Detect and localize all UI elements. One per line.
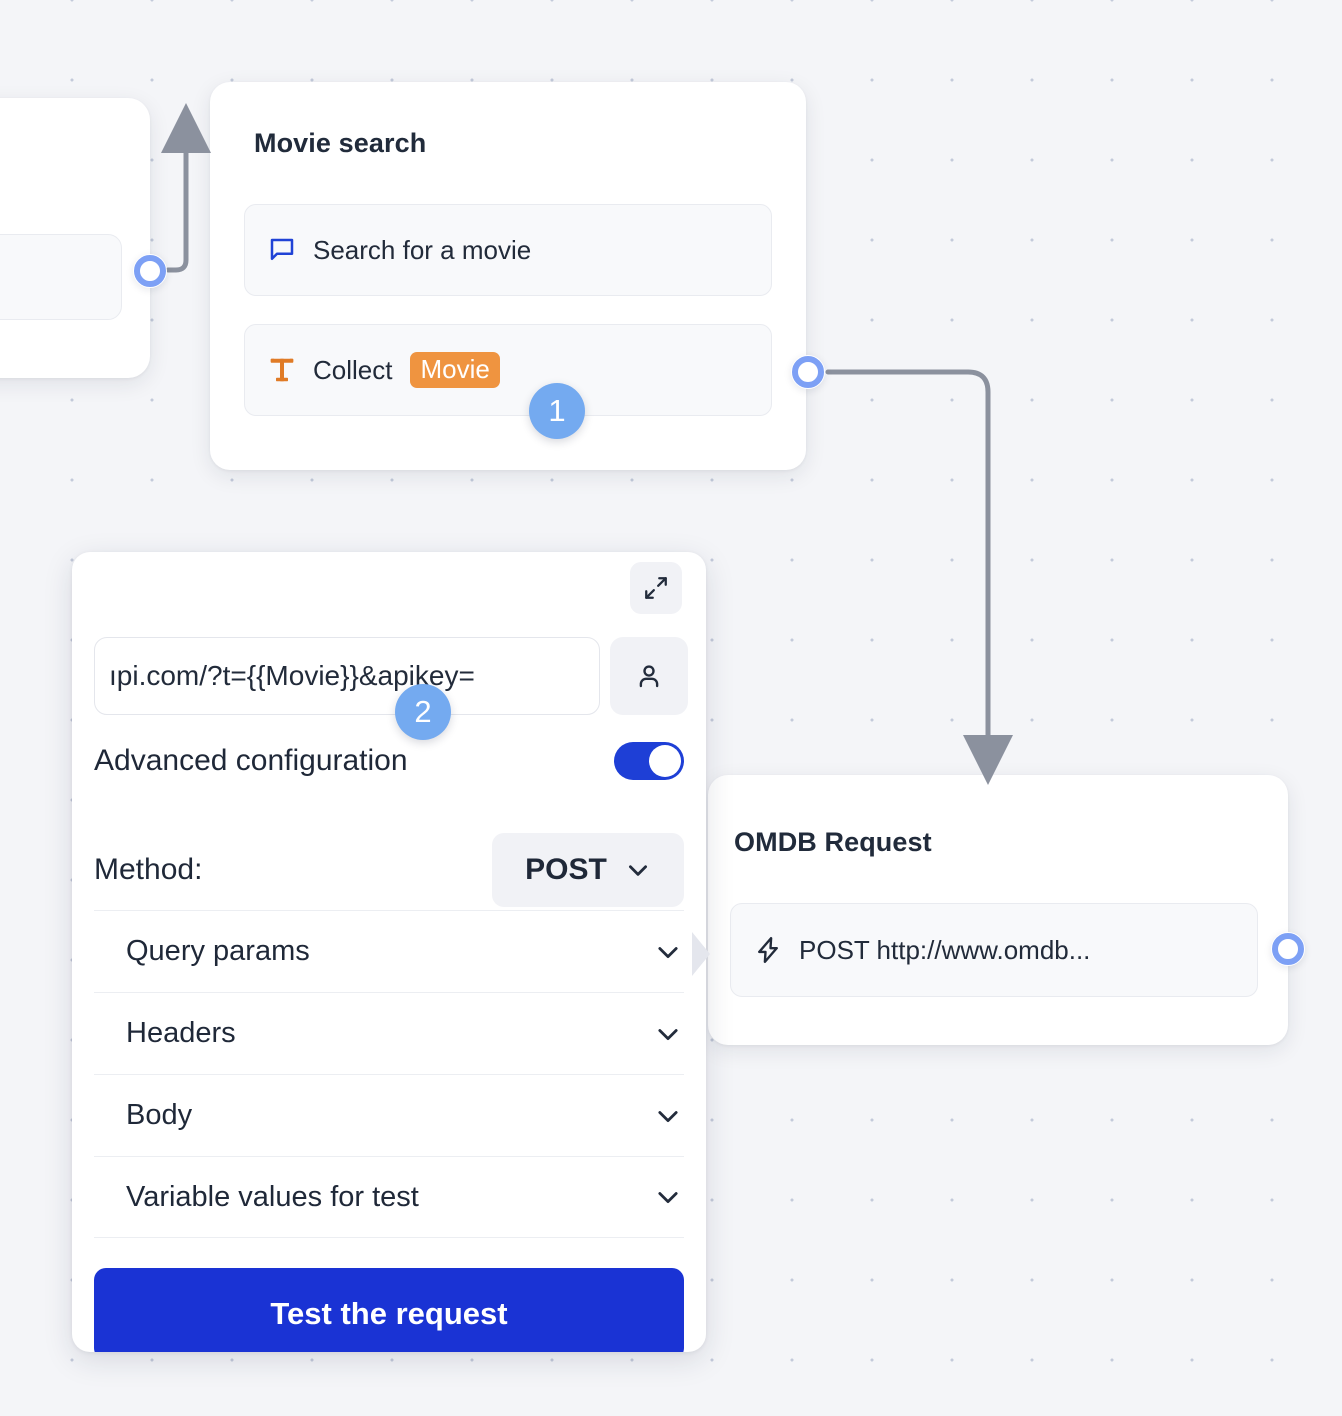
chevron-down-icon — [654, 1020, 682, 1048]
section-query-params[interactable]: Query params — [94, 910, 684, 992]
node-card-omdb-request[interactable]: OMDB Request POST http://www.omdb... — [708, 775, 1288, 1045]
method-value: POST — [525, 853, 607, 886]
node-item-search-for-a-movie[interactable]: Search for a movie — [244, 204, 772, 296]
message-bubble-icon — [267, 235, 297, 265]
section-headers[interactable]: Headers — [94, 992, 684, 1074]
port-left-node-output[interactable] — [133, 254, 167, 288]
lightning-bolt-icon — [753, 935, 783, 965]
advanced-configuration-row: Advanced configuration — [94, 742, 684, 780]
node-title-movie-search: Movie search — [254, 128, 427, 158]
node-card-partial-left[interactable] — [0, 98, 150, 378]
edge-left-to-movie — [161, 103, 211, 273]
toggle-knob — [649, 745, 681, 777]
node-item-label: POST http://www.omdb... — [799, 934, 1091, 965]
section-label: Headers — [126, 1017, 236, 1049]
edge-movie-to-omdb — [825, 369, 1013, 785]
port-omdb-output[interactable] — [1271, 932, 1305, 966]
expand-panel-button[interactable] — [630, 562, 682, 614]
method-select[interactable]: POST — [492, 833, 684, 907]
expand-diagonal-icon — [643, 575, 669, 601]
request-sections-accordion: Query params Headers Body — [94, 910, 684, 1238]
auth-user-button[interactable] — [610, 637, 688, 715]
advanced-configuration-label: Advanced configuration — [94, 744, 408, 777]
chevron-down-icon — [625, 857, 651, 883]
node-item-label: Collect — [313, 354, 393, 385]
chevron-down-icon — [654, 1102, 682, 1130]
request-url-input[interactable] — [94, 637, 600, 715]
step-badge-2: 2 — [395, 684, 451, 740]
node-title-omdb-request: OMDB Request — [734, 827, 932, 857]
node-item-collect-movie[interactable]: Collect Movie — [244, 324, 772, 416]
section-variable-values-for-test[interactable]: Variable values for test — [94, 1156, 684, 1238]
step-badge-1: 1 — [529, 383, 585, 439]
port-movie-search-output[interactable] — [791, 355, 825, 389]
text-field-icon — [267, 355, 297, 385]
test-the-request-button[interactable]: Test the request — [94, 1268, 684, 1352]
node-card-movie-search[interactable]: Movie search Search for a movie Collect … — [210, 82, 806, 470]
node-item-placeholder[interactable] — [0, 234, 122, 320]
user-icon — [634, 661, 664, 691]
chevron-down-icon — [654, 938, 682, 966]
url-row — [94, 637, 688, 715]
chevron-down-icon — [654, 1183, 682, 1211]
advanced-configuration-toggle[interactable] — [614, 742, 684, 780]
port-omdb-input-marker — [692, 932, 710, 976]
method-row: Method: POST — [94, 833, 684, 907]
http-request-config-panel: Advanced configuration Method: POST Quer… — [72, 552, 706, 1352]
section-label: Variable values for test — [126, 1180, 419, 1213]
node-item-post-request[interactable]: POST http://www.omdb... — [730, 903, 1258, 997]
section-label: Query params — [126, 935, 310, 967]
node-item-label: Search for a movie — [313, 234, 532, 265]
section-label: Body — [126, 1099, 193, 1131]
section-body[interactable]: Body — [94, 1074, 684, 1156]
variable-chip-movie[interactable]: Movie — [410, 352, 500, 388]
method-label: Method: — [94, 853, 203, 886]
